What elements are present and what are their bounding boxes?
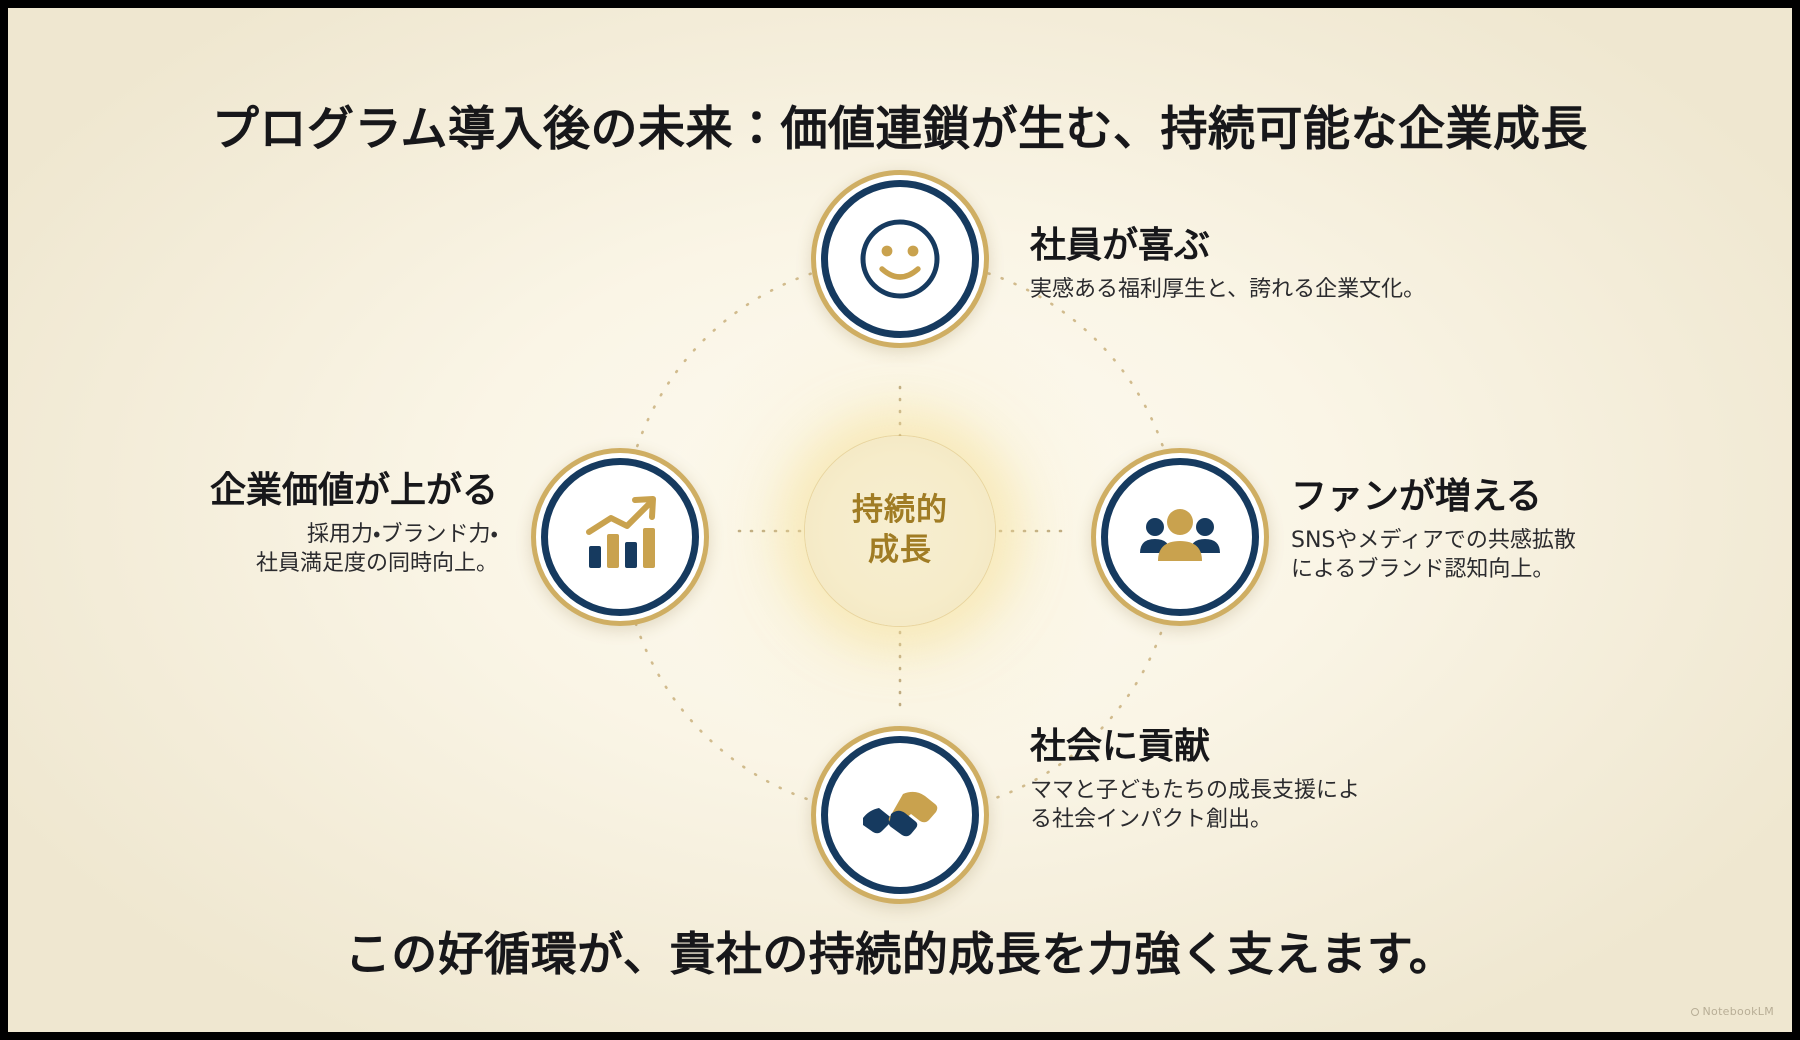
notebooklm-logo-icon xyxy=(1690,1007,1699,1016)
label-society-desc-line2: る社会インパクト創出。 xyxy=(1030,807,1273,833)
node-employee[interactable] xyxy=(811,170,989,348)
label-value: 企業価値が上がる 採用力・ブランド力・ 社員満足度の同時向上。 xyxy=(98,470,498,578)
label-employee-title: 社員が喜ぶ xyxy=(1030,225,1211,266)
label-fans-title: ファンが増える xyxy=(1291,476,1542,517)
node-fans[interactable] xyxy=(1091,448,1269,626)
label-employee: 社員が喜ぶ 実感ある福利厚生と、誇れる企業文化。 xyxy=(1030,225,1590,304)
label-fans-desc-line1: SNSやメディアでの共感拡散 xyxy=(1291,528,1576,554)
label-society-desc-line1: ママと子どもたちの成長支援によ xyxy=(1030,778,1361,804)
growth-chart-icon xyxy=(531,448,709,626)
center-hub: 持続的 成長 xyxy=(805,436,995,626)
smiley-face-icon xyxy=(811,170,989,348)
label-value-desc: 採用力・ブランド力・ 社員満足度の同時向上。 xyxy=(98,520,498,578)
node-ring xyxy=(811,170,989,348)
watermark: NotebookLM xyxy=(1690,1005,1774,1018)
watermark-label: NotebookLM xyxy=(1702,1005,1774,1018)
label-fans: ファンが増える SNSやメディアでの共感拡散 によるブランド認知向上。 xyxy=(1291,476,1721,584)
people-group-icon xyxy=(1091,448,1269,626)
bottom-tagline: この好循環が、貴社の持続的成長を力強く支えます。 xyxy=(344,927,1456,981)
node-value[interactable] xyxy=(531,448,709,626)
label-value-desc-line2: 社員満足度の同時向上。 xyxy=(255,551,498,577)
node-ring xyxy=(1091,448,1269,626)
label-value-title: 企業価値が上がる xyxy=(209,470,498,511)
node-ring xyxy=(531,448,709,626)
handshake-icon xyxy=(811,726,989,904)
label-fans-desc-line2: によるブランド認知向上。 xyxy=(1291,557,1555,583)
hub-line-1: 持続的 xyxy=(852,492,948,529)
label-society: 社会に貢献 ママと子どもたちの成長支援によ る社会インパクト創出。 xyxy=(1030,726,1500,834)
page-title: プログラム導入後の未来：価値連鎖が生む、持続可能な企業成長 xyxy=(211,102,1589,157)
hub-line-2: 成長 xyxy=(868,532,932,568)
label-fans-desc: SNSやメディアでの共感拡散 によるブランド認知向上。 xyxy=(1291,526,1721,584)
slide-canvas: プログラム導入後の未来：価値連鎖が生む、持続可能な企業成長 xyxy=(8,8,1792,1032)
label-employee-desc: 実感ある福利厚生と、誇れる企業文化。 xyxy=(1030,277,1426,303)
node-society[interactable] xyxy=(811,726,989,904)
label-society-title: 社会に貢献 xyxy=(1030,726,1211,767)
label-society-desc: ママと子どもたちの成長支援によ る社会インパクト創出。 xyxy=(1030,776,1500,834)
label-value-desc-line1: 採用力・ブランド力・ xyxy=(307,522,498,548)
